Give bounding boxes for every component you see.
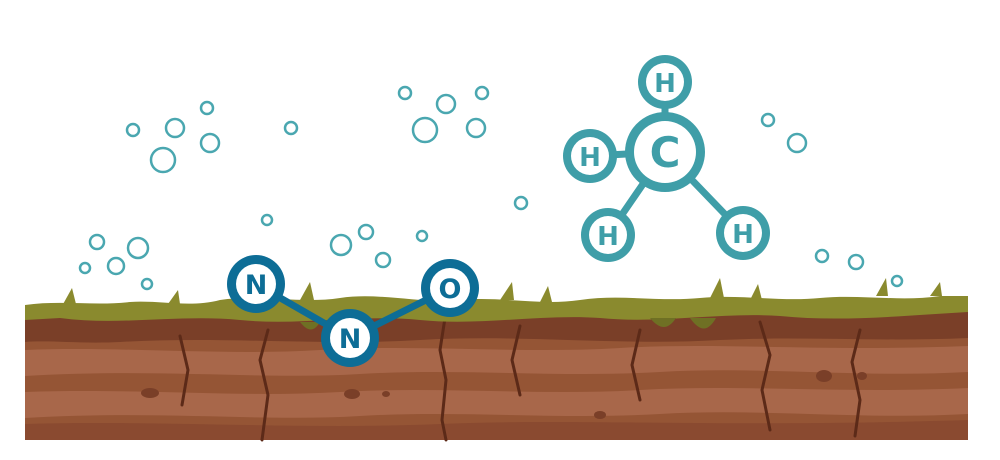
grass-drips xyxy=(300,318,716,330)
bubble xyxy=(847,253,865,271)
bubble xyxy=(260,213,274,227)
bubble xyxy=(199,132,221,154)
soil-cracks xyxy=(178,316,862,442)
soil-block xyxy=(25,308,968,442)
bubble xyxy=(125,122,141,138)
bubble xyxy=(283,120,299,136)
bubble xyxy=(164,117,186,139)
hydrogen-atom-bottom-left: H xyxy=(581,208,635,262)
bubble xyxy=(786,132,808,154)
bubble xyxy=(760,112,776,128)
bubble xyxy=(465,117,487,139)
bubble xyxy=(435,93,457,115)
nitrous-oxide-molecule: N N O xyxy=(227,255,479,367)
bubble xyxy=(397,85,413,101)
soil-bottom-band xyxy=(25,420,968,440)
hydrogen-label: H xyxy=(579,143,601,173)
oxygen-atom: O xyxy=(421,259,479,317)
hydrogen-label: H xyxy=(654,69,676,99)
methane-molecule: C H H H H xyxy=(563,55,770,262)
bubble xyxy=(474,85,490,101)
nitrogen-atom-1: N xyxy=(227,255,285,313)
bubble xyxy=(513,195,529,211)
hydrogen-label: H xyxy=(732,220,754,250)
bubble xyxy=(411,116,439,144)
hydrogen-atom-left: H xyxy=(563,129,617,183)
gas-bubbles xyxy=(78,85,904,291)
soil-light-band-2 xyxy=(25,388,968,418)
grass-strip xyxy=(25,296,968,322)
soil-stones xyxy=(141,370,867,419)
bubble xyxy=(106,256,126,276)
nitrogen-label: N xyxy=(339,324,362,355)
nitrogen-label: N xyxy=(245,270,268,301)
carbon-atom: C xyxy=(625,112,705,192)
bubble xyxy=(814,248,830,264)
carbon-label: C xyxy=(650,128,681,177)
bubble xyxy=(890,274,904,288)
bubble xyxy=(357,223,375,241)
bubble xyxy=(199,100,215,116)
hydrogen-label: H xyxy=(597,222,619,252)
bubble xyxy=(88,233,106,251)
hydrogen-atom-bottom-right: H xyxy=(716,206,770,260)
bubble xyxy=(374,251,392,269)
hydrogen-atom-top: H xyxy=(638,55,692,109)
bubble xyxy=(329,233,353,257)
grass-tufts xyxy=(62,278,942,306)
bubble xyxy=(78,261,92,275)
oxygen-label: O xyxy=(439,274,462,305)
bubble xyxy=(415,229,429,243)
bubble xyxy=(149,146,177,174)
nitrogen-atom-2: N xyxy=(321,309,379,367)
bubble xyxy=(140,277,154,291)
bubble xyxy=(126,236,150,260)
